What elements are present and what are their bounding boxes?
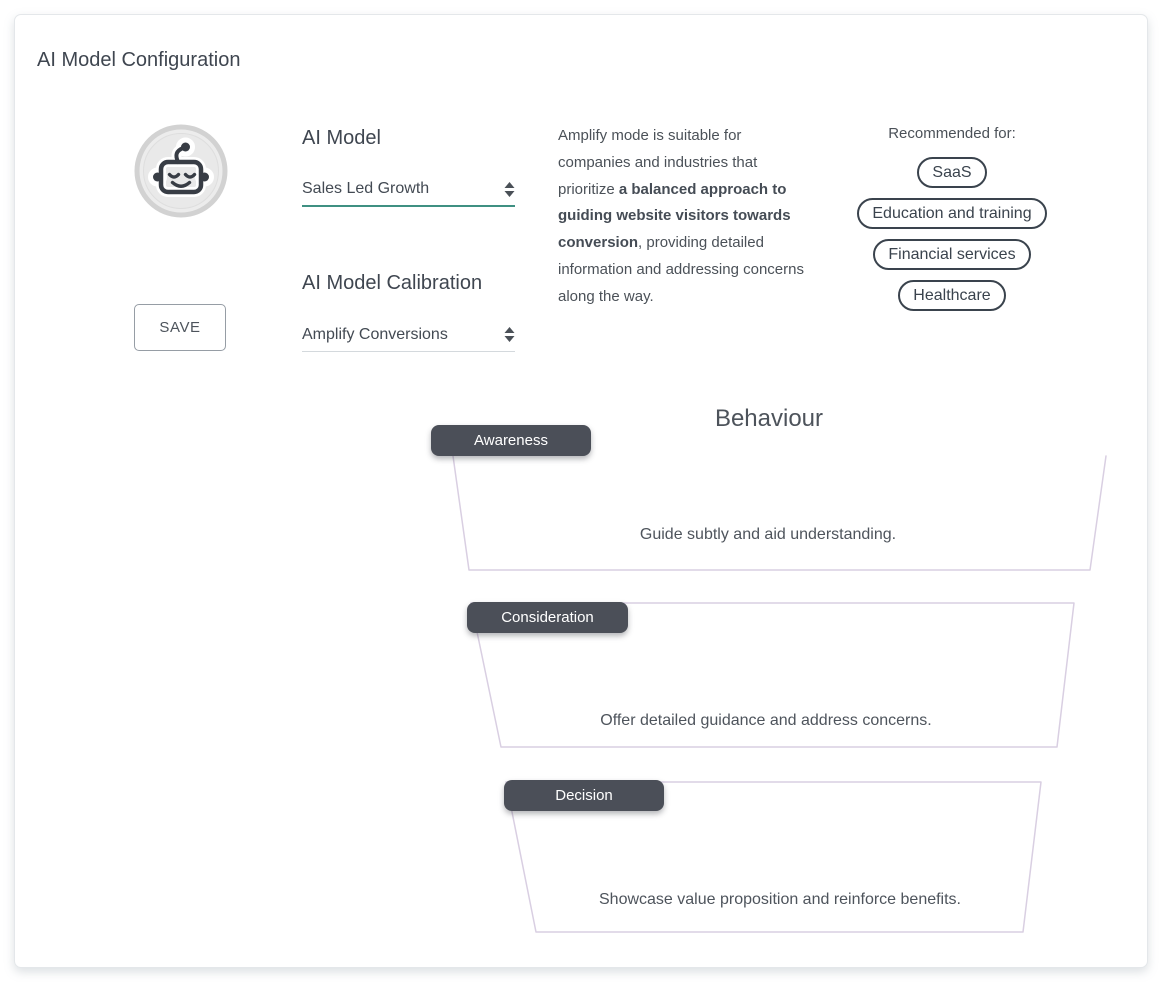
ai-model-calibration-select[interactable]: Amplify Conversions [302, 318, 515, 352]
recommended-label: Recommended for: [888, 125, 1016, 142]
stage-description-consideration: Offer detailed guidance and address conc… [600, 712, 932, 729]
recommended-section: Recommended for: SaaS Education and trai… [832, 125, 1072, 311]
updown-arrows-icon [504, 181, 515, 197]
ai-model-label: AI Model [302, 127, 381, 149]
stage-badge-consideration: Consideration [467, 602, 628, 633]
robot-avatar [134, 124, 228, 218]
page-title: AI Model Configuration [37, 49, 241, 71]
description-part2: , providing detailed information and add… [558, 234, 804, 305]
ai-model-selected-value: Sales Led Growth [302, 180, 430, 197]
stage-badge-awareness: Awareness [431, 425, 591, 456]
ai-model-select[interactable]: Sales Led Growth [302, 173, 515, 207]
updown-arrows-icon [504, 327, 515, 342]
mode-description: Amplify mode is suitable for companies a… [558, 123, 814, 311]
ai-model-configuration-card: AI Model Configuration SAVE AI M [14, 14, 1148, 968]
stage-badge-decision: Decision [504, 780, 664, 811]
recommended-tag: Financial services [873, 239, 1031, 270]
stage-description-decision: Showcase value proposition and reinforce… [599, 891, 961, 908]
description-bold: a balanced approach to guiding website v… [558, 180, 791, 252]
save-button[interactable]: SAVE [134, 304, 226, 351]
ai-model-calibration-label: AI Model Calibration [302, 272, 483, 294]
description-part1: Amplify mode is suitable for companies a… [558, 127, 758, 198]
recommended-tag: Healthcare [898, 280, 1006, 311]
recommended-tag: Education and training [857, 198, 1047, 229]
recommended-tag: SaaS [917, 157, 987, 188]
behaviour-title: Behaviour [714, 405, 824, 432]
ai-model-calibration-selected-value: Amplify Conversions [302, 325, 448, 343]
stage-description-awareness: Guide subtly and aid understanding. [639, 526, 897, 543]
recommended-tag-list: SaaS Education and training Financial se… [857, 157, 1047, 311]
robot-icon [134, 124, 228, 218]
